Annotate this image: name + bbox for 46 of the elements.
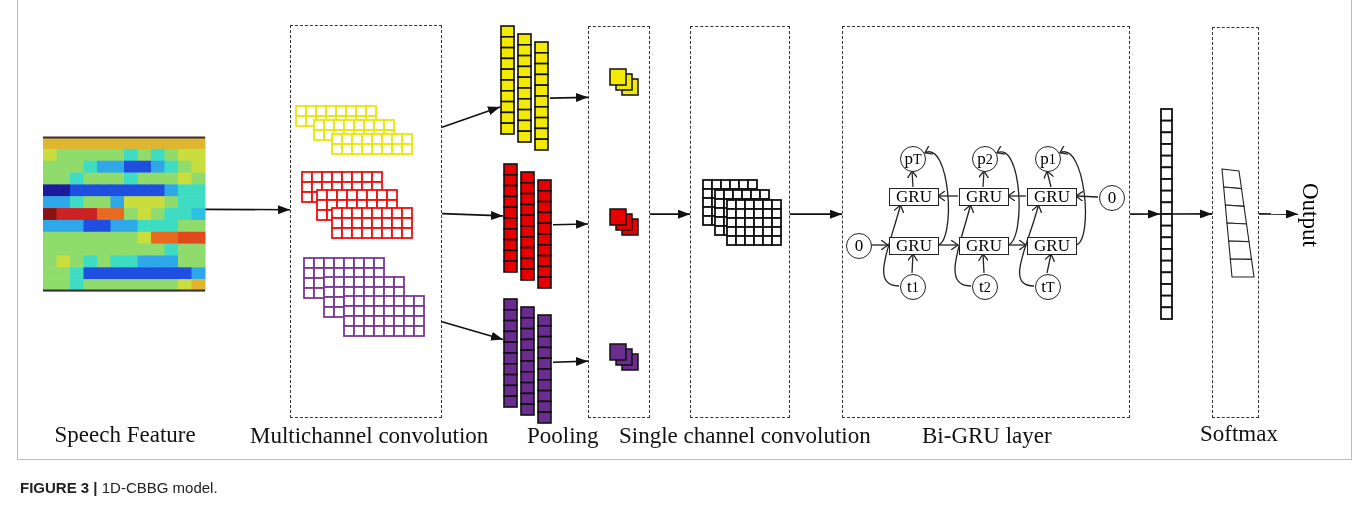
layer-title: Softmax [1200,421,1278,447]
arrow [1172,209,1213,219]
arrow [1007,190,1027,202]
gru-cell: GRU [959,188,1009,206]
arrow [441,320,504,341]
arrow [937,239,959,251]
arrow [552,357,589,367]
arrow [977,253,989,274]
arrow [907,253,919,274]
arrow [441,106,501,128]
arrow [977,170,990,188]
arrow [1258,209,1299,219]
arrow [996,146,1020,246]
arrow [954,204,975,287]
gru-cell: GRU [889,237,939,255]
arrow [883,204,905,287]
gru-cell: GRU [1027,237,1077,255]
arrow [789,209,843,219]
arrow [649,209,691,219]
arrow [1129,209,1161,219]
layer-title: Single channel convolution [619,423,871,449]
arrow [870,239,889,251]
arrow [1044,253,1056,274]
arrow [1007,239,1027,251]
arrow [441,210,504,220]
arrow [552,219,589,229]
output-label: Output [1298,170,1322,260]
gru-cell: GRU [959,237,1009,255]
arrow [1043,170,1055,188]
caption: FIGURE 3 | 1D-CBBG model. [20,479,218,496]
gru-cell: GRU [1027,188,1077,206]
arrow [937,190,959,202]
arrow [1018,204,1043,287]
arrow [549,93,589,103]
arrow [1075,190,1099,202]
layer-title: Multichannel convolution [250,423,489,449]
state-circle: 0 [1099,185,1125,211]
layer-title: Pooling [527,423,599,449]
arrow [1059,146,1087,246]
arrow [906,170,919,188]
arrow [924,146,949,246]
gru-cell: GRU [889,188,939,206]
state-circle: 0 [846,233,872,259]
arrow [204,205,291,215]
layer-title: Bi-GRU layer [922,423,1052,449]
layer-title: Speech Feature [54,422,196,448]
